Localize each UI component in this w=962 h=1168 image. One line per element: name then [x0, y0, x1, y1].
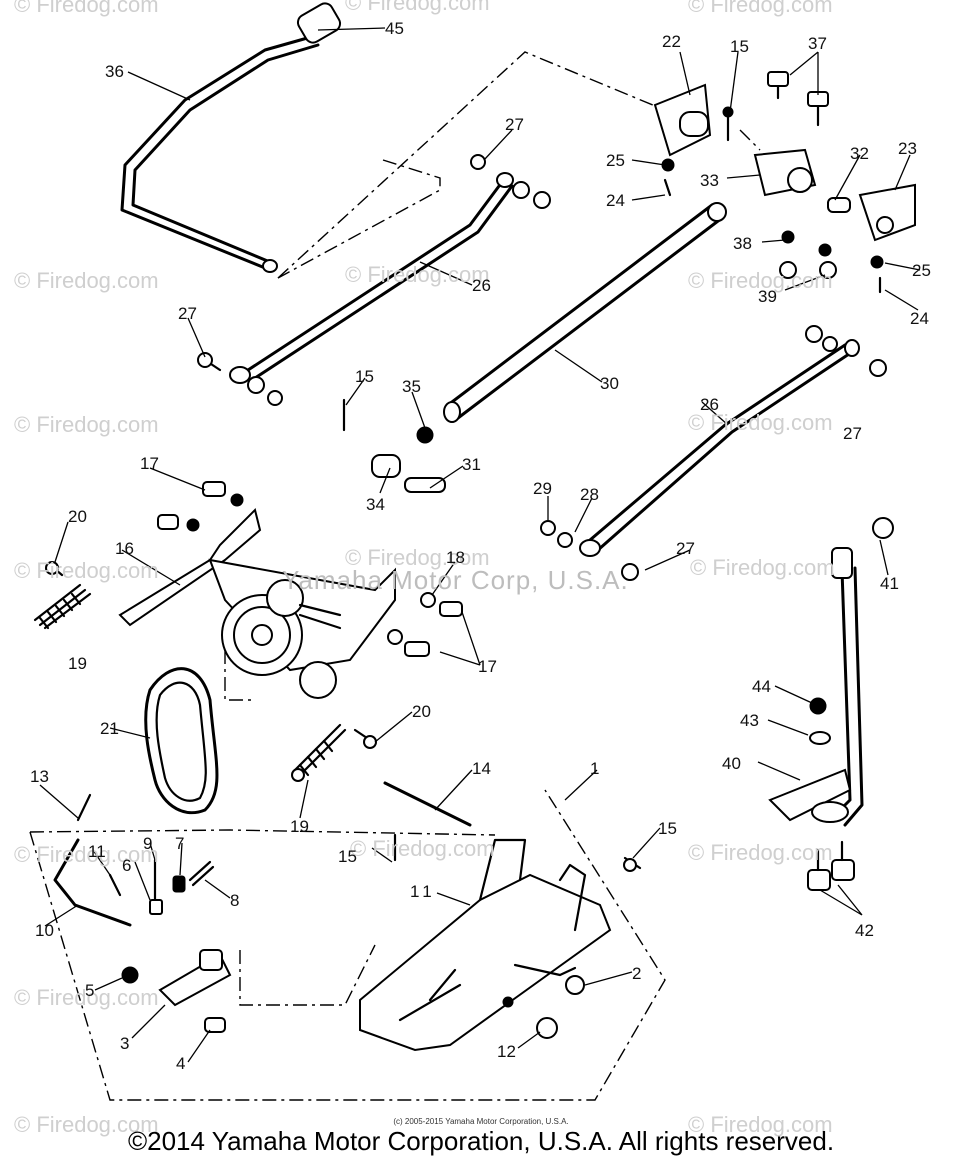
callout-40: 40 — [722, 754, 741, 773]
watermark: © Firedog.com — [350, 836, 495, 861]
callout-2: 2 — [632, 964, 642, 983]
watermark: © Firedog.com — [345, 545, 490, 570]
pin-14 — [383, 781, 472, 827]
callout-39: 39 — [758, 287, 777, 306]
callout-19: 19 — [290, 817, 309, 836]
callout-27: 27 — [676, 539, 695, 558]
callout-11: 11 — [88, 842, 106, 861]
callout-30: 30 — [600, 374, 619, 393]
callout-36: 36 — [105, 62, 124, 81]
callout-6: 6 — [122, 856, 132, 875]
callout-23: 23 — [898, 139, 917, 158]
callout-37: 37 — [808, 34, 827, 53]
pivot-34 — [371, 454, 401, 478]
callout-11-base: 11 — [410, 882, 436, 901]
grip-45 — [296, 2, 342, 44]
callout-32: 32 — [850, 144, 869, 163]
spring-19-upper — [33, 583, 92, 630]
copyright-footer: ©2014 Yamaha Motor Corporation, U.S.A. A… — [127, 1126, 835, 1156]
callout-27: 27 — [178, 304, 197, 323]
callout-25: 25 — [912, 261, 931, 280]
watermark: © Firedog.com — [688, 0, 833, 17]
callout-21: 21 — [100, 719, 119, 738]
callout-8: 8 — [230, 891, 240, 910]
leader-lines — [39, 27, 921, 1063]
callout-1: 1 — [590, 759, 600, 778]
callout-15: 15 — [730, 37, 749, 56]
bracket-40 — [768, 768, 852, 822]
copyright-small: (c) 2005-2015 Yamaha Motor Corporation, … — [393, 1117, 569, 1126]
callout-38: 38 — [733, 234, 752, 253]
callout-29: 29 — [533, 479, 552, 498]
callout-27: 27 — [843, 424, 862, 443]
callout-13: 13 — [30, 767, 49, 786]
callout-18: 18 — [446, 548, 465, 567]
callout-34: 34 — [366, 495, 385, 514]
watermark: © Firedog.com — [14, 1112, 159, 1137]
watermark: © Firedog.com — [688, 1112, 833, 1137]
callout-17: 17 — [478, 657, 497, 676]
callout-9: 9 — [143, 834, 153, 853]
link-rod-26-upper — [243, 176, 507, 374]
watermark: © Firedog.com — [14, 268, 159, 293]
watermark: © Firedog.com — [14, 0, 159, 17]
watermark: © Firedog.com — [688, 268, 833, 293]
watermark: © Firedog.com — [688, 840, 833, 865]
callout-22: 22 — [662, 32, 681, 51]
watermark: © Firedog.com — [688, 410, 833, 435]
callout-35: 35 — [402, 377, 421, 396]
callout-19: 19 — [68, 654, 87, 673]
callout-4: 4 — [176, 1054, 186, 1073]
spring-19-lower — [293, 723, 347, 777]
watermark: © Firedog.com — [345, 262, 490, 287]
callout-15: 15 — [658, 819, 677, 838]
callout-3: 3 — [120, 1034, 130, 1053]
callout-44: 44 — [752, 677, 771, 696]
watermark: © Firedog.com — [14, 558, 159, 583]
callout-10: 10 — [35, 921, 54, 940]
callout-12: 12 — [497, 1042, 516, 1061]
callout-14: 14 — [472, 759, 491, 778]
callout-24: 24 — [910, 309, 929, 328]
callout-17: 17 — [140, 454, 159, 473]
watermark: © Firedog.com — [14, 842, 159, 867]
watermark: © Firedog.com — [690, 555, 835, 580]
callout-20: 20 — [68, 507, 87, 526]
watermark-main: Yamaha Motor Corp, U.S.A. — [282, 565, 629, 595]
callout-26: 26 — [700, 395, 719, 414]
lever-10 — [53, 838, 132, 927]
callout-45: 45 — [385, 19, 404, 38]
clip-2 — [513, 963, 577, 977]
rod-30 — [446, 203, 714, 407]
watermark: © Firedog.com — [14, 985, 159, 1010]
callout-20: 20 — [412, 702, 431, 721]
callout-15: 15 — [355, 367, 374, 386]
callout-33: 33 — [700, 171, 719, 190]
callout-42: 42 — [855, 921, 874, 940]
handle-bar-36 — [120, 33, 320, 272]
callout-5: 5 — [85, 981, 95, 1000]
callout-31: 31 — [462, 455, 481, 474]
bracket-23 — [858, 183, 916, 242]
callout-27: 27 — [505, 115, 524, 134]
link-rod-26-lower — [588, 343, 847, 542]
base-plate-11 — [359, 873, 612, 1052]
watermark: © Firedog.com — [345, 0, 490, 15]
rod-13 — [76, 793, 92, 822]
callout-7: 7 — [175, 834, 185, 853]
callout-16: 16 — [115, 539, 134, 558]
bracket-16 — [118, 508, 262, 627]
callout-41: 41 — [880, 574, 899, 593]
callout-25: 25 — [606, 151, 625, 170]
callout-26: 26 — [472, 276, 491, 295]
callout-28: 28 — [580, 485, 599, 504]
callout-15: 15 — [338, 847, 357, 866]
callout-43: 43 — [740, 711, 759, 730]
callout-24: 24 — [606, 191, 625, 210]
watermark: © Firedog.com — [14, 412, 159, 437]
belt-21 — [144, 667, 219, 815]
